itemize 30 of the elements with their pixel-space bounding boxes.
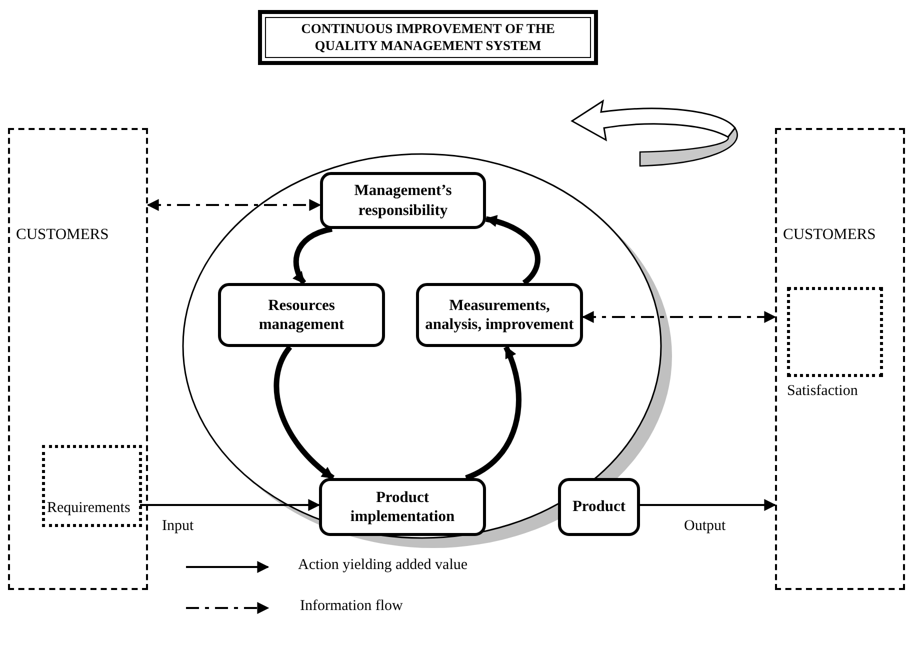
legend-text: Action yielding added value bbox=[298, 557, 468, 574]
cycle-arrow bbox=[292, 226, 333, 285]
edge-label: Input bbox=[160, 518, 196, 535]
cycle-arrow bbox=[464, 346, 522, 481]
arrow bbox=[640, 499, 776, 511]
arrow bbox=[140, 499, 320, 511]
process-box bbox=[319, 478, 486, 536]
requirements-label: Requirements bbox=[47, 500, 130, 517]
title-box: CONTINUOUS IMPROVEMENT OF THE QUALITY MANAGEMENT SYSTEM bbox=[258, 10, 598, 65]
customer-label: CUSTOMERS bbox=[783, 226, 876, 244]
process-box bbox=[416, 283, 583, 347]
satisfaction-label: Satisfaction bbox=[787, 383, 858, 400]
process-box bbox=[320, 172, 486, 229]
process-label: Measurements, analysis, improvement bbox=[425, 296, 574, 334]
process-label: Product bbox=[572, 497, 626, 517]
legend-text: Information flow bbox=[300, 598, 403, 615]
requirements-box bbox=[42, 445, 142, 527]
information-flow-arrow bbox=[146, 199, 322, 211]
process-box bbox=[218, 283, 385, 347]
process-box bbox=[558, 478, 640, 536]
customer-zone bbox=[8, 128, 148, 590]
edge-label: Output bbox=[682, 518, 728, 535]
process-label: Management’s responsibility bbox=[353, 181, 453, 220]
customer-zone bbox=[775, 128, 905, 590]
customer-label: CUSTOMERS bbox=[16, 226, 109, 244]
process-label: Resources management bbox=[258, 296, 346, 334]
process-label: Product implementation bbox=[349, 488, 456, 526]
cycle-arrow bbox=[484, 216, 540, 286]
information-flow-arrow bbox=[582, 311, 776, 323]
cycle-arrow bbox=[274, 345, 335, 480]
